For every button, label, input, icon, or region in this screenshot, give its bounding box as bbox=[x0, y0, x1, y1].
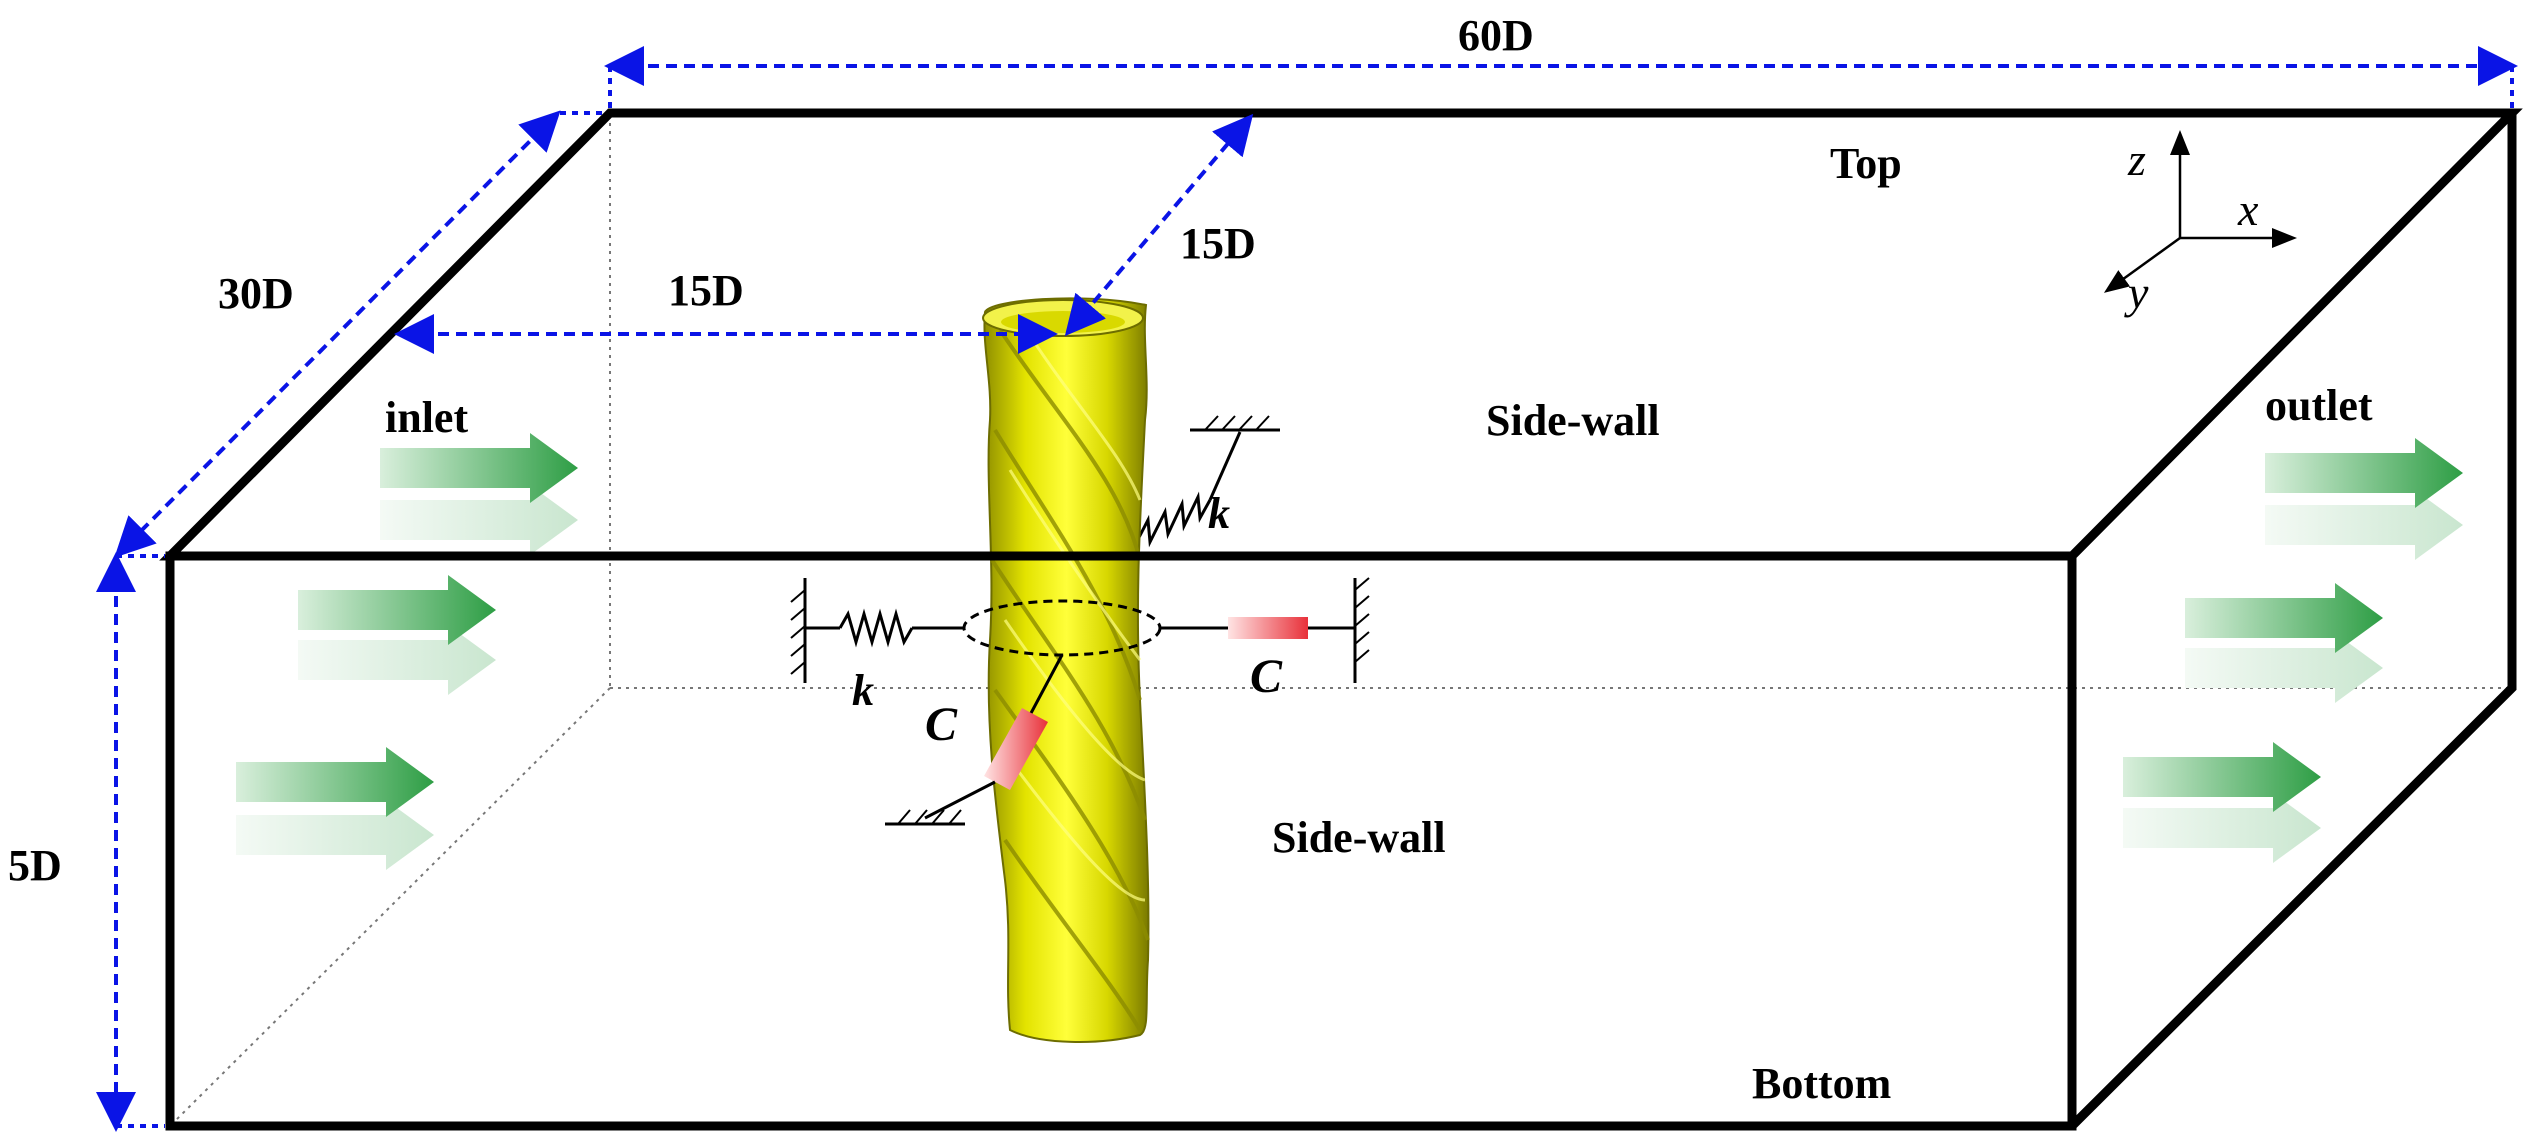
outlet-arrow-1 bbox=[2265, 438, 2463, 560]
damper-y bbox=[885, 654, 1064, 826]
outlet-arrow-2 bbox=[2185, 583, 2383, 703]
label-bottom: Bottom bbox=[1752, 1059, 1891, 1108]
inlet-arrow-1 bbox=[380, 433, 578, 555]
label-spring-x: k bbox=[852, 666, 874, 715]
label-damper-y: C bbox=[925, 698, 958, 751]
axes-triad bbox=[2103, 130, 2297, 293]
outlet-arrow-3 bbox=[2123, 742, 2321, 863]
label-z: z bbox=[2127, 134, 2146, 185]
label-damper-x: C bbox=[1250, 650, 1283, 703]
label-15d-sidewall: 15D bbox=[1180, 219, 1256, 268]
dimension-lines bbox=[96, 46, 2518, 1132]
domain-box bbox=[159, 108, 2523, 1131]
label-5d: 5D bbox=[8, 841, 62, 890]
y-axis-arrow bbox=[2103, 236, 2181, 293]
inlet-arrow-3 bbox=[236, 747, 434, 870]
inlet-arrow-2 bbox=[298, 575, 496, 695]
label-15d-inlet: 15D bbox=[668, 266, 744, 315]
label-30d: 30D bbox=[218, 269, 294, 318]
label-x: x bbox=[2237, 184, 2259, 235]
label-spring-y: k bbox=[1208, 489, 1230, 538]
hidden-edges bbox=[169, 115, 2508, 1127]
dim-30d-line bbox=[114, 110, 561, 558]
label-top: Top bbox=[1830, 139, 1902, 188]
label-outlet: outlet bbox=[2265, 381, 2373, 430]
flow-arrows bbox=[236, 433, 2463, 870]
damper-x bbox=[1160, 577, 1370, 683]
dim-15d-y-line bbox=[1064, 113, 1254, 337]
label-y: y bbox=[2124, 267, 2149, 318]
label-60d: 60D bbox=[1458, 11, 1534, 60]
label-inlet: inlet bbox=[385, 393, 468, 442]
label-sidewall-top: Side-wall bbox=[1486, 396, 1660, 445]
spring-x bbox=[790, 578, 964, 683]
label-sidewall-front: Side-wall bbox=[1272, 813, 1446, 862]
twisted-cylinder bbox=[982, 297, 1150, 1043]
